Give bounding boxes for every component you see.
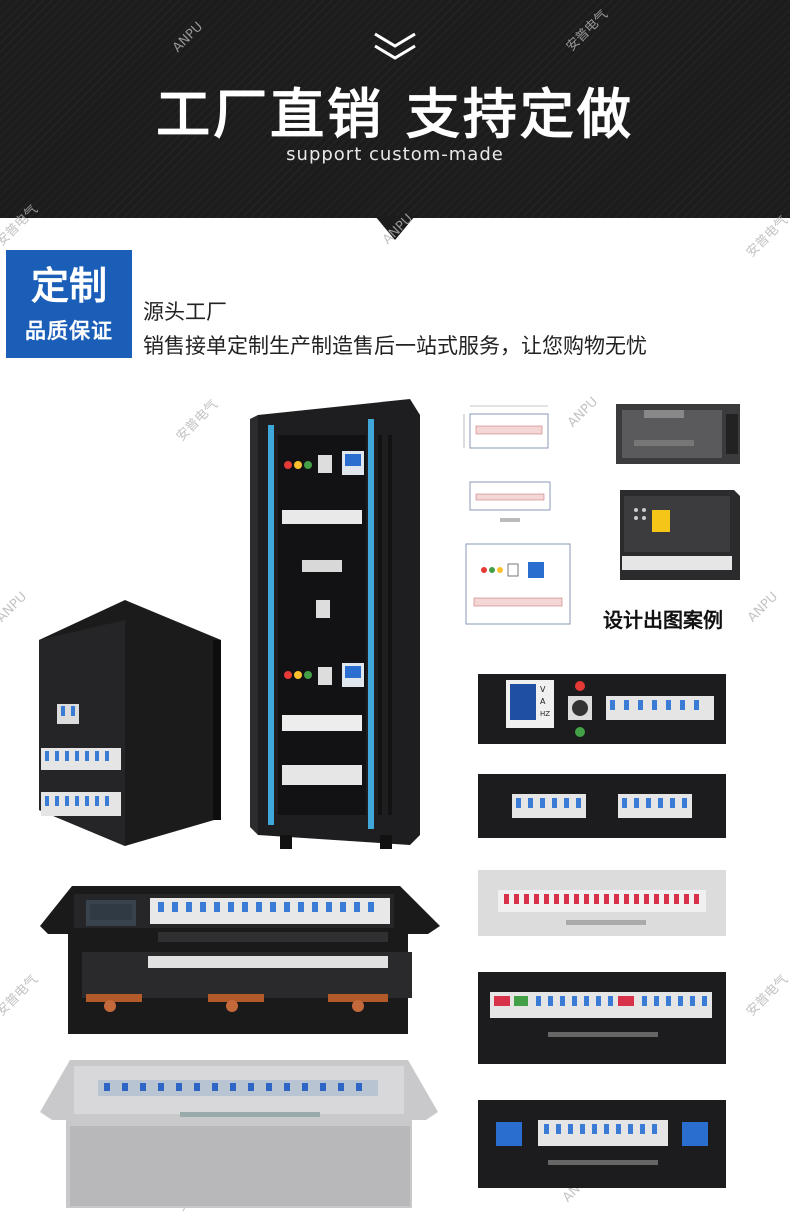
badge-custom-text: 定制 — [30, 264, 107, 308]
banner-notch — [375, 216, 415, 240]
case-rack-render-2 — [620, 490, 740, 580]
rack-panel-dual-meter — [478, 1100, 726, 1188]
silver-pdu-unit-image — [40, 1060, 438, 1208]
intro-source-factory: 源头工厂 — [143, 300, 227, 324]
rack-panel-breakers-blue — [478, 774, 726, 838]
page-title: 工厂直销 支持定做 — [156, 83, 634, 146]
meter-label-hz: HZ — [540, 710, 550, 718]
double-chevron-down-icon — [374, 32, 416, 60]
rack-cabinet-image — [250, 399, 420, 849]
badge-quality-text: 品质保证 — [25, 319, 113, 343]
intro-service-text: 销售接单定制生产制造售后一站式服务，让您购物无忧 — [143, 334, 647, 358]
design-case-label: 设计出图案例 — [603, 608, 723, 632]
rack-panel-breakers-red — [478, 870, 726, 936]
watermark: ANPU — [0, 589, 31, 626]
design-drawing-1 — [463, 405, 549, 449]
design-drawing-3 — [465, 543, 571, 625]
watermark: ANPU — [744, 589, 782, 626]
watermark: 安普电气 — [743, 972, 790, 1020]
custom-quality-badge: 定制 品质保证 — [6, 250, 132, 358]
open-pdu-unit-image — [40, 886, 440, 1034]
watermark: 安普电气 — [173, 397, 222, 445]
meter-label-a: A — [540, 697, 546, 706]
meter-label-v: V — [540, 685, 546, 694]
page-subtitle: support custom-made — [286, 144, 504, 165]
header-banner: 工厂直销 支持定做 support custom-made — [0, 0, 790, 218]
distribution-box-image — [39, 600, 221, 846]
case-rack-render-1 — [616, 404, 740, 464]
rack-panel-breakers-mixed — [478, 972, 726, 1064]
rack-panel-meter: V A HZ — [478, 674, 726, 744]
watermark: ANPU — [564, 394, 602, 431]
design-drawing-2 — [469, 481, 551, 522]
